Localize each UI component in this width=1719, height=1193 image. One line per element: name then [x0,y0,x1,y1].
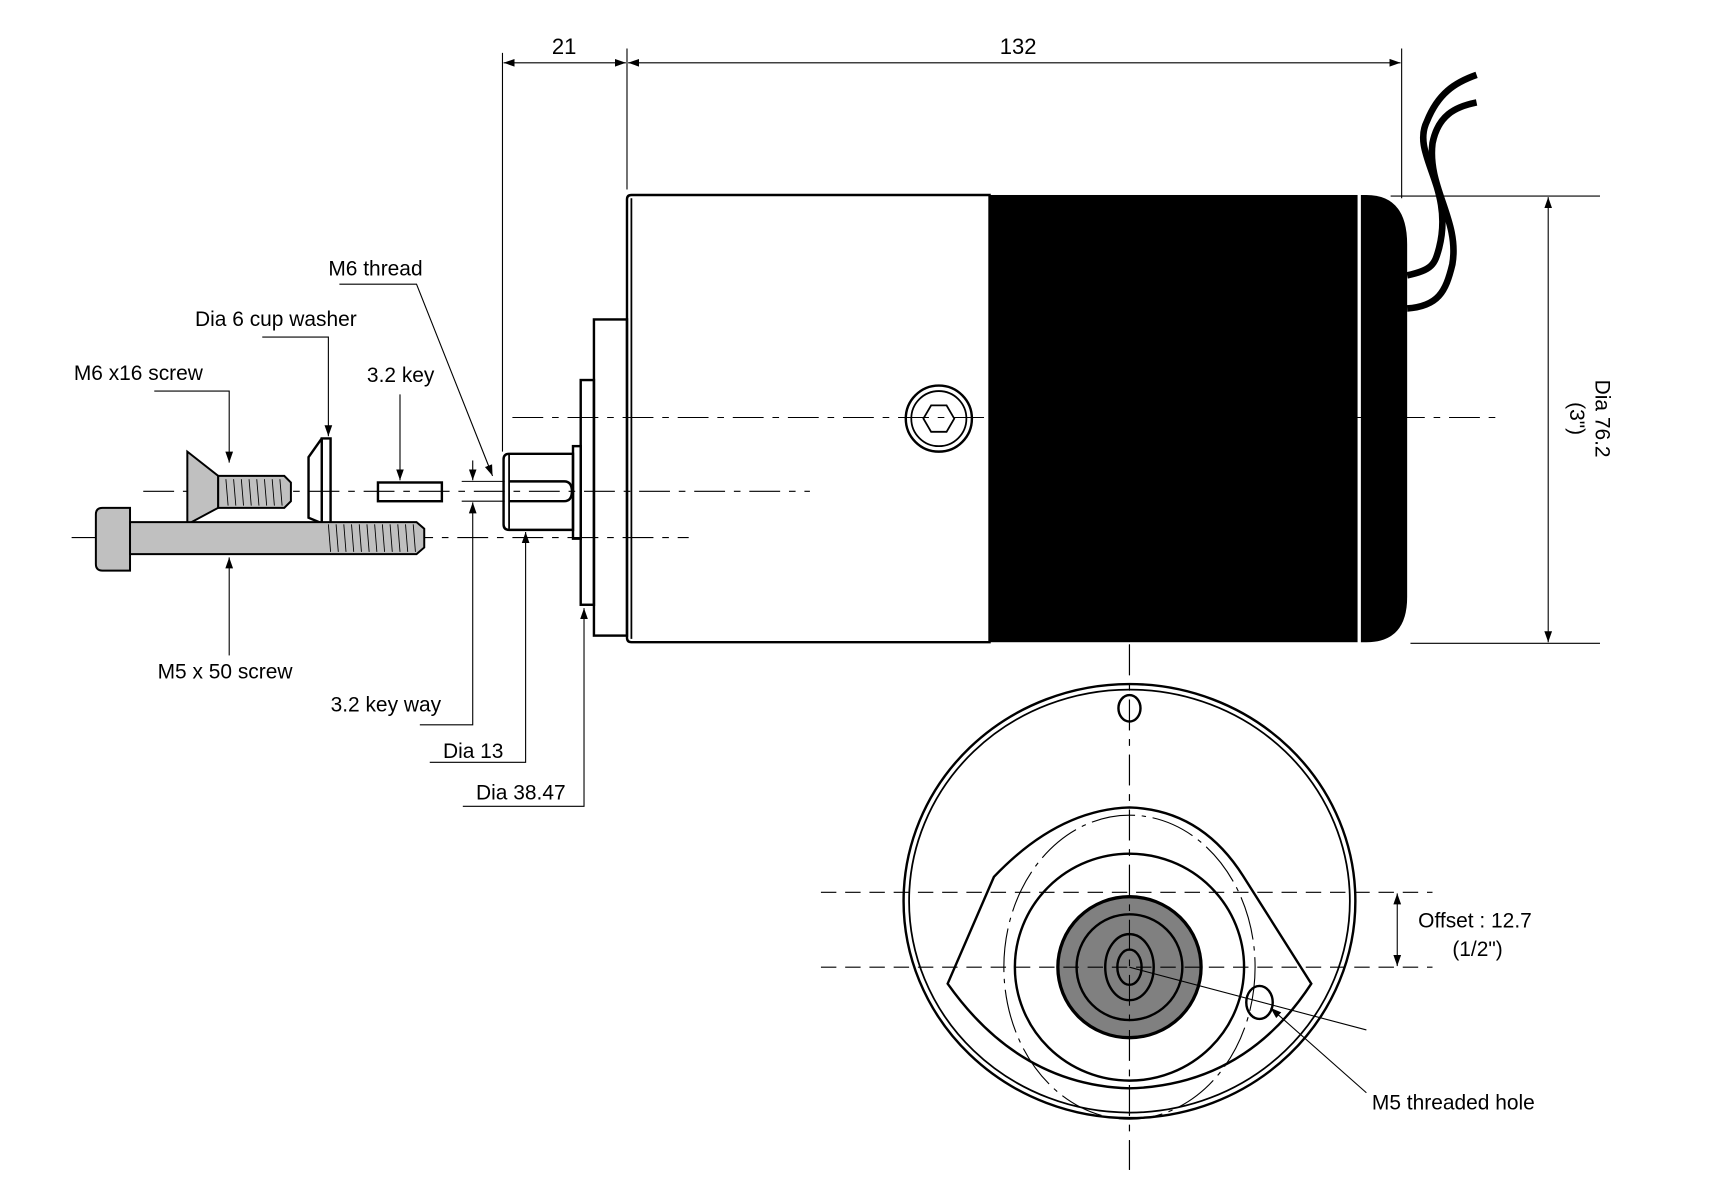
callout-key: 3.2 key [367,364,435,481]
motor-flange [592,318,629,637]
m6-screw-label: M6 x16 screw [74,362,204,385]
key-part [376,481,444,503]
motor-black-band [989,194,1358,643]
dimension-offset: Offset : 12.7 (1/2") [820,891,1532,968]
dia-13-label: Dia 13 [443,740,503,763]
callout-m5-hole: M5 threaded hole [1270,1007,1535,1114]
callout-m6-thread: M6 thread [328,257,494,477]
motor-end-view [902,644,1367,1170]
callout-m5-screw: M5 x 50 screw [158,557,294,684]
motor-side-view [71,71,1505,644]
shaft-length-value: 21 [552,34,577,59]
dia-38-label: Dia 38.47 [476,782,566,805]
callout-dia-13: Dia 13 [429,532,530,763]
callout-key-way: 3.2 key way [331,460,505,726]
m5-screw-label: M5 x 50 screw [158,661,294,684]
dimension-body-diameter: Dia 76.2 (3") [1390,195,1614,644]
callout-m6-screw: M6 x16 screw [74,362,234,463]
cup-washer-label: Dia 6 cup washer [195,308,357,331]
key-label: 3.2 key [367,364,435,387]
dimension-shaft-length: 21 [501,34,628,452]
body-diameter-label: Dia 76.2 [1591,380,1614,458]
cup-washer-part [307,437,332,525]
motor-end-cap [1360,194,1408,643]
body-length-value: 132 [1000,34,1037,59]
callout-cup-washer: Dia 6 cup washer [195,308,357,437]
m6-thread-label: M6 thread [328,257,422,280]
motor-pilot [579,378,596,606]
set-screw-icon [904,384,974,453]
dimension-body-length: 132 [628,34,1403,199]
offset-imperial-label: (1/2") [1452,938,1502,961]
key-way-label: 3.2 key way [331,694,442,717]
m5-hole-label: M5 threaded hole [1372,1091,1535,1114]
m6-screw-part [186,449,292,527]
m5-threaded-hole [1245,984,1274,1021]
callout-dia-38: Dia 38.47 [462,608,588,807]
body-diameter-imperial-label: (3") [1565,402,1588,435]
offset-label: Offset : 12.7 [1418,910,1532,933]
motor-wires [1406,71,1478,312]
m5-screw-part [94,506,426,572]
